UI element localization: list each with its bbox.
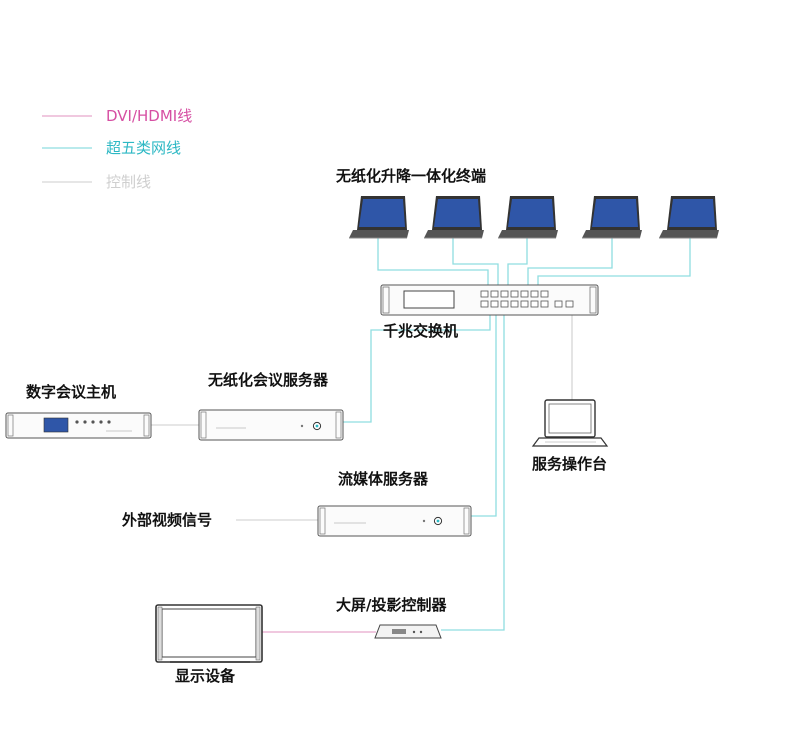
streaming-server-label: 流媒体服务器 — [338, 470, 429, 488]
terminals-label: 无纸化升降一体化终端 — [335, 167, 486, 185]
screen-controller-device: 大屏/投影控制器 — [336, 596, 447, 639]
terminal-2 — [424, 196, 484, 239]
conference-host-device: 数字会议主机 — [5, 383, 152, 439]
display-device-label: 显示设备 — [175, 667, 236, 685]
switch-ports — [480, 290, 574, 308]
cable-switch-screen-controller — [441, 312, 505, 631]
cables-backbone — [151, 304, 573, 633]
switch-device: 千兆交换机 — [380, 284, 599, 340]
streaming-server-device: 流媒体服务器 — [317, 470, 472, 537]
cable-switch-paperless-server — [343, 312, 491, 423]
terminal-4 — [582, 196, 642, 239]
conference-host-label: 数字会议主机 — [26, 383, 116, 401]
operator-console-device: 服务操作台 — [531, 399, 609, 473]
legend-network-label: 超五类网线 — [106, 139, 181, 157]
switch-label: 千兆交换机 — [383, 322, 458, 340]
paperless-server-device: 无纸化会议服务器 — [198, 371, 344, 441]
terminal-5 — [659, 196, 719, 239]
operator-console-label: 服务操作台 — [532, 455, 607, 473]
cable-switch-streaming-server — [471, 312, 497, 517]
legend: DVI/HDMI线 超五类网线 控制线 — [42, 107, 192, 191]
cables-terminals — [377, 238, 691, 288]
legend-dvi-label: DVI/HDMI线 — [106, 107, 192, 125]
screen-controller-label: 大屏/投影控制器 — [336, 596, 447, 614]
display-device: 显示设备 — [155, 604, 263, 685]
external-video-label: 外部视频信号 — [121, 511, 212, 529]
terminal-3 — [498, 196, 558, 239]
terminal-1 — [349, 196, 409, 239]
paperless-server-label: 无纸化会议服务器 — [207, 371, 329, 389]
legend-control-label: 控制线 — [106, 173, 151, 191]
terminal-group: 无纸化升降一体化终端 — [335, 167, 719, 239]
